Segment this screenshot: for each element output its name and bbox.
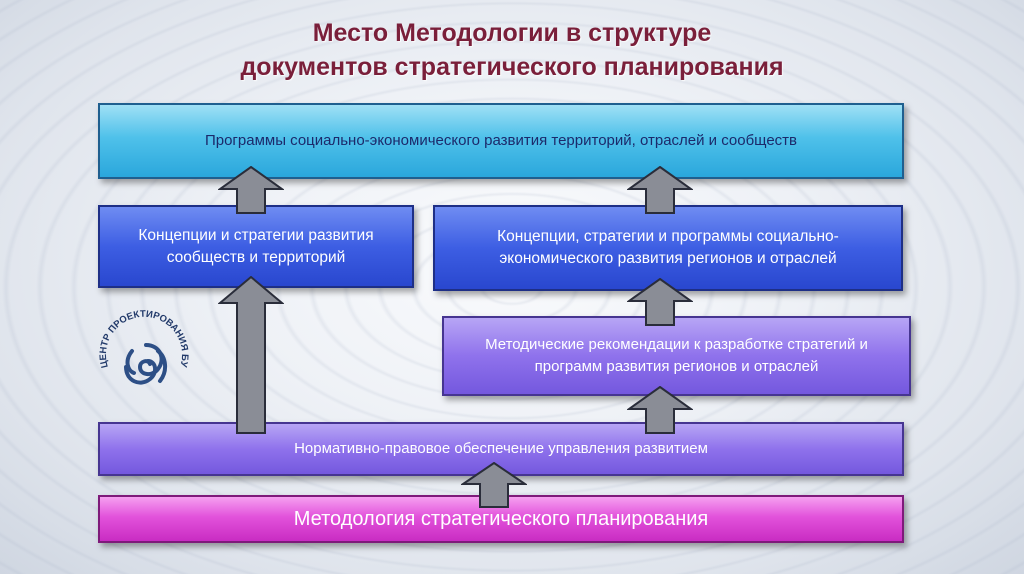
concepts-regions-box: Концепции, стратегии и программы социаль…: [433, 205, 903, 291]
methodology-label: Методология стратегического планирования: [293, 508, 709, 530]
spiral-icon: [124, 343, 167, 385]
arrow-up-to-methodical-recommendations: [627, 386, 693, 434]
arrow-up-to-regulatory: [461, 462, 527, 508]
programs-box: Программы социально-экономического разви…: [98, 103, 904, 179]
page-title-line1: Место Методологии в структуре: [312, 19, 712, 47]
arrow-up-to-concepts-regions: [627, 278, 693, 326]
programs-label: Программы социально-экономического разви…: [204, 132, 798, 149]
arrow-up-to-programs-left: [218, 166, 284, 214]
regulatory-label: Нормативно-правовое обеспечение управлен…: [294, 440, 708, 457]
concepts-regions-label: Концепции, стратегии и программы социаль…: [497, 228, 839, 267]
methodical-recommendations-box: Методические рекомендации к разработке с…: [442, 316, 911, 396]
arrow-up-to-programs-right: [627, 166, 693, 214]
logo-text: ЦЕНТР ПРОЕКТИРОВАНИЯ БУДУЩЕГО: [88, 305, 190, 369]
arrow-up-to-concepts-communities: [218, 276, 284, 434]
methodical-recommendations-label: Методические рекомендации к разработке с…: [485, 336, 868, 375]
page-title-line2: документов стратегического планирования: [240, 53, 784, 81]
center-logo: ЦЕНТР ПРОЕКТИРОВАНИЯ БУДУЩЕГО: [88, 305, 190, 385]
concepts-communities-label: Концепции и стратегии развития сообществ…: [138, 226, 374, 266]
